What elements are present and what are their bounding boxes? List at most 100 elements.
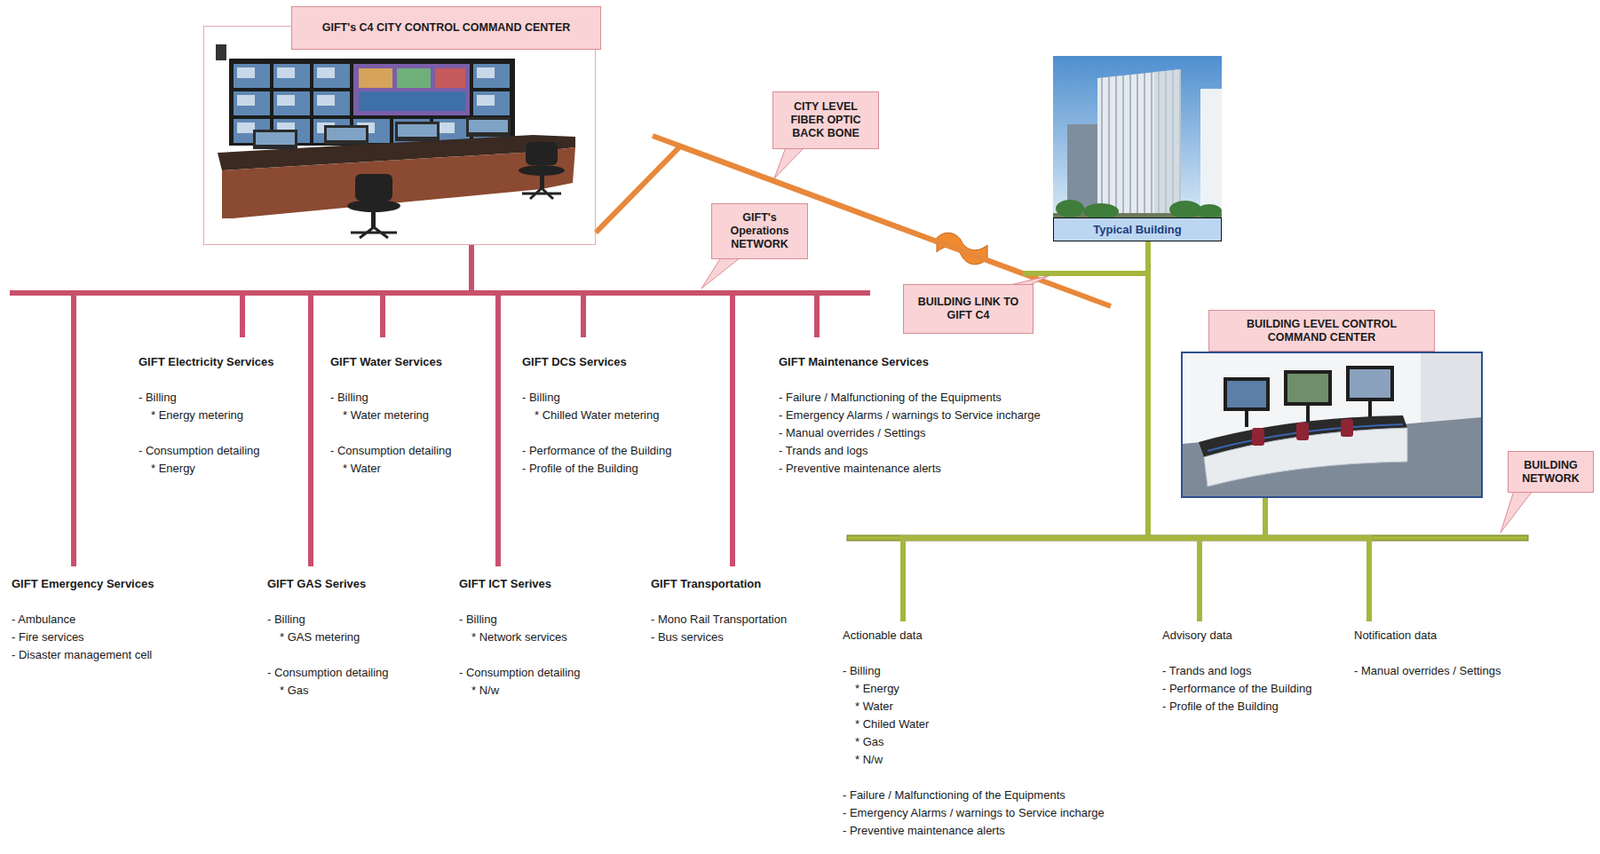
service-block: GIFT GAS Serives- Billing* GAS metering-… bbox=[267, 566, 389, 700]
block-heading: Actionable data bbox=[842, 626, 1105, 645]
desk-screen bbox=[397, 124, 437, 137]
tower-shade bbox=[1154, 69, 1181, 218]
data-block: Advisory data- Trands and logs- Performa… bbox=[1162, 621, 1312, 716]
link-segment bbox=[1022, 241, 1149, 274]
list-item: - Manual overrides / Settings bbox=[778, 424, 1041, 443]
block-heading: GIFT Electricity Services bbox=[138, 353, 274, 372]
service-block: GIFT Transportation- Mono Rail Transport… bbox=[650, 566, 787, 647]
chair bbox=[1251, 427, 1265, 446]
network-link bbox=[382, 245, 472, 338]
block-heading: GIFT Emergency Services bbox=[11, 575, 154, 594]
list-item: - Ambulance bbox=[11, 610, 154, 629]
monitor-stand bbox=[1368, 401, 1372, 418]
block-heading: GIFT DCS Services bbox=[522, 353, 672, 372]
desk-monitor bbox=[395, 121, 440, 142]
tower bbox=[1097, 69, 1181, 218]
monitor bbox=[1283, 370, 1332, 406]
wall-panel bbox=[1420, 352, 1482, 424]
sub-item: * Chilled Water metering bbox=[522, 406, 672, 425]
sub-item: * Water bbox=[330, 459, 452, 478]
list-item: - Consumption detailing bbox=[267, 664, 389, 682]
block-heading: Advisory data bbox=[1162, 626, 1312, 645]
link-segment bbox=[1148, 241, 1266, 539]
network-link bbox=[595, 146, 1149, 274]
title-callout: GIFT's C4 CITY CONTROL COMMAND CENTER bbox=[291, 6, 602, 50]
chair-seat bbox=[347, 199, 401, 213]
data-block: Notification data - Manual overrides / Se… bbox=[1354, 621, 1501, 681]
title-callout: BUILDING LEVEL CONTROL COMMAND CENTER bbox=[1208, 309, 1435, 352]
sub-item: * Water bbox=[842, 697, 1105, 716]
list-item: - Billing bbox=[459, 610, 581, 629]
building-label: Typical Building bbox=[1053, 217, 1222, 242]
service-block: GIFT DCS Services - Billing* Chilled Wate… bbox=[522, 337, 672, 478]
tower bbox=[1200, 88, 1222, 218]
list-item: - Fire services bbox=[11, 628, 154, 647]
chair bbox=[1296, 422, 1309, 441]
tree bbox=[1169, 200, 1202, 219]
monitor-screen bbox=[1349, 369, 1391, 398]
video-wall-feed bbox=[396, 68, 431, 88]
sub-item: * Gas bbox=[267, 681, 389, 700]
list-item: - Disaster management cell bbox=[11, 646, 154, 665]
sub-item: * GAS metering bbox=[267, 628, 389, 647]
list-item: - Billing bbox=[138, 388, 274, 407]
video-wall-feed bbox=[435, 68, 466, 88]
list-item: - Performance of the Building bbox=[1162, 680, 1312, 698]
desk-screen bbox=[255, 132, 295, 145]
list-item: - Performance of the Building bbox=[522, 442, 672, 460]
block-heading: GIFT GAS Serives bbox=[267, 575, 389, 594]
list-item: - Profile of the Building bbox=[522, 459, 672, 478]
room-wall bbox=[1181, 352, 1482, 498]
network-link bbox=[1148, 241, 1266, 539]
sub-item: * Energy bbox=[842, 680, 1105, 698]
chair-seat bbox=[518, 165, 565, 176]
list-item: - Failure / Malfunctioning of the Equipm… bbox=[842, 786, 1105, 805]
service-block: GIFT Electricity Services - Billing* Ener… bbox=[138, 337, 274, 478]
sub-item: * Gas bbox=[842, 733, 1105, 752]
link-segment bbox=[1199, 498, 1266, 622]
link-segment bbox=[1265, 498, 1370, 622]
sub-item: * Energy metering bbox=[138, 406, 274, 425]
chair-base bbox=[350, 227, 397, 238]
network-link bbox=[1199, 498, 1266, 622]
list-item: - Preventive maintenance alerts bbox=[778, 459, 1041, 478]
service-block: GIFT Maintenance Services- Failure / Mal… bbox=[778, 337, 1041, 478]
block-heading: Notification data bbox=[1354, 626, 1501, 645]
list-item: - Bus services bbox=[650, 628, 787, 647]
sub-item: * Network services bbox=[459, 628, 581, 647]
chair-base bbox=[522, 188, 562, 199]
list-item: - Profile of the Building bbox=[1162, 697, 1312, 716]
service-block: GIFT Water Services- Billing* Water mete… bbox=[330, 337, 452, 478]
camera-unit bbox=[215, 44, 227, 61]
list-item: - Billing bbox=[522, 388, 672, 407]
data-block: Actionable data- Billing* Energy* Water*… bbox=[842, 621, 1105, 840]
network-link bbox=[73, 245, 472, 567]
list-item: - Emergency Alarms / warnings to Service… bbox=[842, 804, 1105, 823]
list-item: - Mono Rail Transportation bbox=[650, 610, 787, 629]
console-body bbox=[221, 147, 576, 219]
callout-text: GIFT's Operations NETWORK bbox=[717, 211, 802, 252]
desk-screen bbox=[468, 119, 508, 133]
monitor bbox=[1223, 377, 1270, 412]
chair-back bbox=[525, 142, 558, 166]
monitor bbox=[1346, 365, 1395, 402]
desk-screen bbox=[326, 127, 366, 141]
list-item: - Billing bbox=[842, 662, 1105, 681]
callout-box: GIFT's Operations NETWORK bbox=[711, 203, 808, 260]
service-block: GIFT Emergency Services - Ambulance- Fire… bbox=[11, 566, 154, 665]
list-item: - Manual overrides / Settings bbox=[1354, 662, 1501, 681]
list-item: - Consumption detailing bbox=[138, 442, 274, 460]
list-item: - Failure / Malfunctioning of the Equipm… bbox=[778, 388, 1041, 407]
video-wall bbox=[229, 58, 515, 146]
sub-item: * N/w bbox=[459, 681, 581, 700]
video-wall-feed bbox=[353, 63, 470, 116]
tree bbox=[1196, 204, 1222, 219]
service-block: GIFT ICT Serives- Billing* Network servi… bbox=[459, 566, 581, 700]
chair-back bbox=[355, 174, 393, 201]
desk-monitor bbox=[253, 129, 298, 150]
network-link bbox=[310, 245, 472, 567]
tree bbox=[1055, 199, 1085, 218]
sub-item: * Chiled Water bbox=[842, 715, 1105, 734]
link-segment bbox=[902, 498, 1266, 622]
chair-stem bbox=[371, 211, 376, 228]
